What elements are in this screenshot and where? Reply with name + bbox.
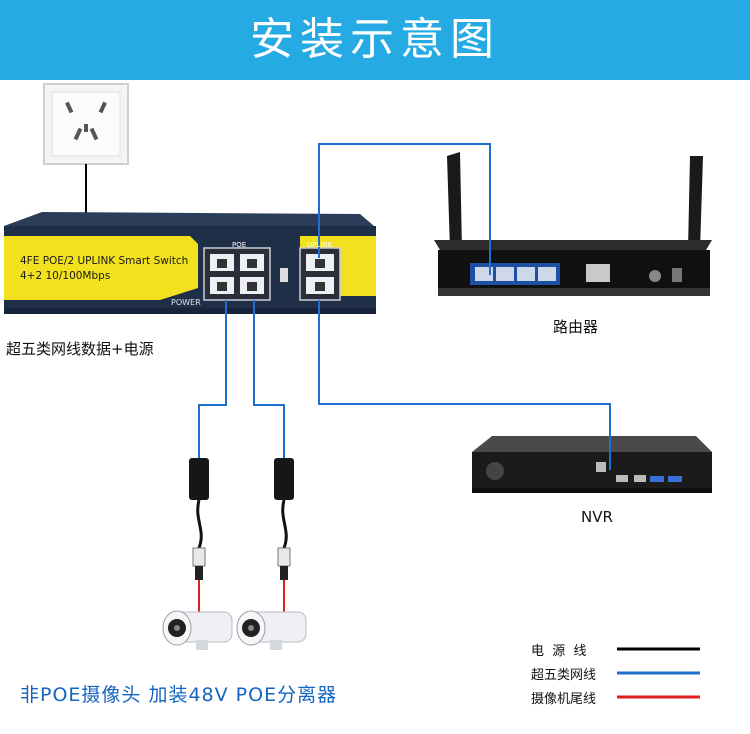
title-banner	[0, 0, 750, 80]
nvr	[472, 436, 712, 493]
bullet-camera-1	[162, 610, 233, 650]
poe-switch	[4, 212, 376, 314]
cable-switch-nvr	[318, 300, 611, 470]
switch-caption: 超五类网线数据+电源	[6, 340, 154, 358]
switch-uplink-label: UPLINK	[307, 241, 333, 249]
switch-spec-text: 4+2 10/100Mbps	[20, 270, 111, 282]
switch-poe-label: POE	[232, 241, 247, 249]
network-cables	[198, 143, 611, 470]
router-label: 路由器	[553, 318, 599, 336]
power-outlet	[43, 83, 129, 165]
cable-switch-camera-1	[198, 300, 227, 460]
cable-switch-router	[318, 143, 491, 275]
legend-label-network: 超五类网线	[531, 668, 597, 683]
cable-switch-camera-2	[253, 300, 285, 460]
camera-caption: 非POE摄像头 加装48V POE分离器	[20, 684, 338, 706]
router	[434, 152, 712, 296]
poe-splitter-2	[274, 458, 294, 612]
dip-switch	[280, 268, 288, 282]
uplink-ports	[306, 254, 334, 294]
nvr-label: NVR	[581, 508, 613, 526]
page-title: 安装示意图	[250, 14, 500, 65]
bullet-camera-2	[236, 610, 307, 650]
switch-model-text: 4FE POE/2 UPLINK Smart Switch	[20, 255, 189, 267]
poe-ports	[210, 254, 264, 294]
legend	[617, 647, 700, 699]
legend-label-camera: 摄像机尾线	[531, 692, 597, 707]
legend-label-power: 电 源 线	[531, 644, 587, 659]
poe-splitter-1	[189, 458, 209, 612]
switch-power-label: POWER	[171, 298, 201, 307]
